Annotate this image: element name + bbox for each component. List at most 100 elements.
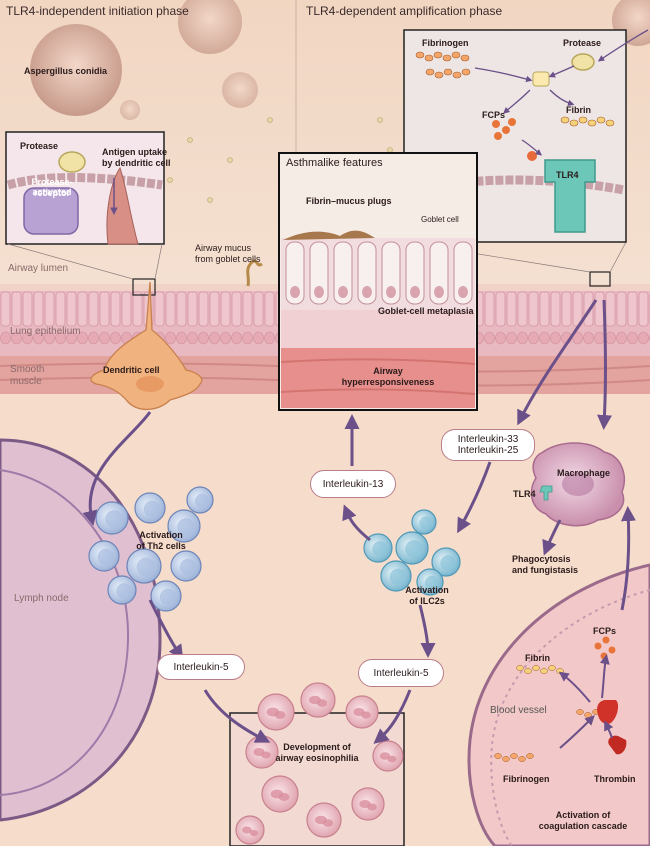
thrombin-label: Thrombin — [594, 774, 636, 784]
fcp-molecule — [594, 642, 602, 650]
epithelial-cell — [55, 291, 66, 327]
epithelial-cell — [11, 291, 22, 327]
left-phase-title: TLR4-independent initiation phase — [6, 4, 189, 18]
fibrinogen-molecule — [452, 71, 462, 79]
eosinophil-lobe — [249, 829, 259, 837]
basal-cell — [550, 331, 561, 345]
arrow-protease — [548, 65, 575, 78]
epithelial-cell — [638, 291, 649, 327]
basal-cell — [88, 331, 99, 345]
basal-cell — [605, 331, 616, 345]
arrow-ilc2-to-il13 — [342, 504, 371, 542]
eosinophil-lobe — [367, 803, 377, 811]
th2-nucleus — [97, 548, 115, 566]
eosinophil-lobe — [361, 711, 371, 719]
phago-label-2: and fungistasis — [512, 565, 579, 575]
macrophage-nucleus — [562, 472, 594, 496]
arrow-epi-to-macrophage — [597, 299, 613, 430]
spore-small — [222, 72, 258, 108]
conidium-dot — [387, 147, 393, 153]
epithelial-cell — [121, 291, 132, 327]
goblet-nucleus — [362, 286, 372, 298]
conidium-dot — [187, 137, 193, 143]
coag-label-1: Activation of — [555, 810, 611, 820]
basal-cell — [253, 331, 264, 345]
fibrinogen-molecule — [451, 51, 461, 59]
basal-cell — [539, 331, 550, 345]
eosinophil-lobe — [322, 819, 334, 827]
il33-label: Interleukin-33 — [457, 434, 519, 445]
ilc2-cells — [363, 509, 461, 596]
arrow-tlr4 — [521, 139, 543, 156]
epithelial-cell — [154, 291, 165, 327]
arrow-thrombin-up — [604, 720, 614, 739]
basal-cell — [627, 331, 638, 345]
protease-shape-left — [58, 151, 86, 173]
fibrinogen-molecule — [443, 68, 453, 76]
eosinophil-lobe — [242, 826, 252, 834]
goblet-cell-shape — [285, 241, 305, 305]
epithelial-cell — [528, 291, 539, 327]
fibrinogen-molecule — [460, 54, 470, 62]
eosinophil-lobe — [387, 755, 397, 763]
mucus-strand — [246, 259, 263, 287]
goblet-cell-shape — [381, 241, 401, 305]
fcp-molecule — [608, 646, 616, 654]
th2-nucleus — [179, 558, 197, 576]
receptor-label-1: Protease-activated — [31, 177, 73, 198]
arrow-fcps-to-macro — [620, 506, 636, 611]
center-muscle — [281, 348, 475, 408]
basal-cell — [22, 331, 33, 345]
ilc2-nucleus — [405, 540, 423, 558]
fibrinogen-molecule — [461, 68, 471, 76]
aspergillus-label: Aspergillus conidia — [24, 66, 108, 76]
epithelial-cell — [0, 291, 11, 327]
fibrin-molecule — [560, 116, 570, 124]
fcp-molecule — [508, 118, 516, 126]
th2-nucleus — [159, 588, 177, 606]
lymph-node-inner — [0, 469, 130, 796]
th2-nucleus — [136, 557, 156, 577]
goblet-nucleus — [290, 286, 300, 298]
goblet-nucleus — [410, 286, 420, 298]
goblet-nucleus — [458, 286, 468, 298]
zoom-line — [154, 243, 163, 280]
fcp-molecule — [492, 120, 500, 128]
th2-nucleus — [177, 518, 195, 536]
lymph-node-label: Lymph node — [14, 593, 69, 604]
mucus-label-1: Airway mucus — [195, 243, 252, 253]
fcp-molecule — [502, 126, 510, 134]
fibrin-mucus-plugs-label: Fibrin–mucus plugs — [306, 196, 392, 206]
basal-cell — [264, 331, 275, 345]
fibrin-molecule — [578, 116, 588, 124]
dendritic-cell-shape — [90, 281, 203, 410]
spore-large — [30, 24, 122, 116]
epithelial-cell — [517, 291, 528, 327]
basal-cell — [77, 331, 88, 345]
il5-left-pill: Interleukin-5 — [157, 654, 245, 680]
fibrinogen-molecule — [442, 54, 452, 62]
basal-cell — [176, 331, 187, 345]
ilc2-label-1: Activation — [405, 585, 449, 595]
arrow-to-fcps — [599, 654, 610, 699]
arrow-il33-to-ilc2 — [457, 461, 492, 534]
arrow-fibrinogen-up — [559, 715, 595, 749]
basal-cell — [99, 331, 110, 345]
il25-label: Interleukin-25 — [457, 445, 519, 456]
arrow-epi-to-il33 — [517, 299, 598, 426]
eosinophil-lobe — [278, 793, 290, 801]
conidium-dot — [267, 117, 273, 123]
il5-right-pill: Interleukin-5 — [358, 659, 444, 687]
arrow-spore-protease — [597, 29, 649, 62]
epithelial-cell — [264, 291, 275, 327]
blood-vessel-label: Blood vessel — [490, 705, 547, 716]
epithelial-cell — [253, 291, 264, 327]
goblet-nucleus — [386, 286, 396, 298]
basal-cell — [0, 331, 11, 345]
tlr4-receptor-shape — [544, 159, 596, 233]
epithelial-cell — [132, 291, 143, 327]
basal-cell — [506, 331, 517, 345]
basal-cell — [187, 331, 198, 345]
fibrin-coag-label: Fibrin — [525, 653, 550, 663]
